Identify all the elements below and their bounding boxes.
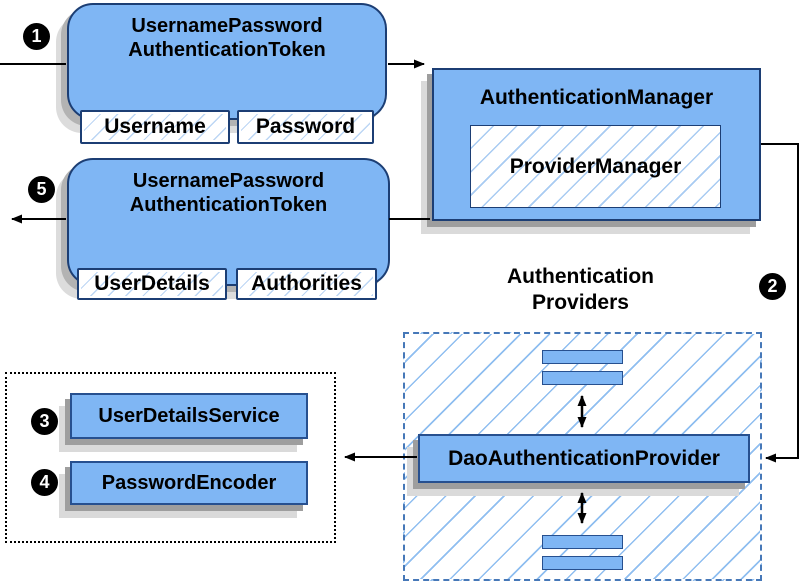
request-token-box: UsernamePassword AuthenticationToken Use…	[67, 3, 387, 144]
step-4-badge: 4	[31, 469, 58, 496]
authentication-providers-title-line2: Providers	[532, 291, 629, 314]
authentication-manager-title: AuthenticationManager	[479, 86, 714, 109]
provider-placeholder-bar	[542, 371, 623, 385]
response-token-title-line2: AuthenticationToken	[129, 194, 328, 216]
request-token-title-line1: UsernamePassword	[131, 15, 323, 37]
step-2-badge: 2	[759, 273, 786, 300]
provider-placeholder-bar	[542, 535, 623, 549]
provider-manager-box: ProviderManager	[470, 125, 721, 208]
field-authorities-label: Authorities	[251, 272, 362, 295]
authentication-providers-title-line1: Authentication	[507, 265, 654, 288]
response-token-box: UsernamePassword AuthenticationToken Use…	[67, 158, 390, 300]
field-userdetails: UserDetails	[77, 268, 227, 300]
request-token-title-line2: AuthenticationToken	[128, 39, 326, 61]
provider-placeholder-bar	[542, 350, 623, 364]
authentication-manager-box: AuthenticationManager ProviderManager	[432, 68, 761, 221]
step-1-badge: 1	[23, 23, 50, 50]
response-token-title-line1: UsernamePassword	[132, 170, 325, 192]
dao-authentication-provider-box: DaoAuthenticationProvider	[418, 434, 750, 483]
provider-manager-label: ProviderManager	[509, 154, 682, 178]
field-password-label: Password	[255, 115, 356, 138]
field-username-label: Username	[104, 115, 206, 138]
field-userdetails-label: UserDetails	[94, 272, 210, 295]
field-username: Username	[80, 110, 230, 144]
response-token-title: UsernamePassword AuthenticationToken	[69, 160, 388, 217]
step-3-badge: 3	[31, 408, 58, 435]
manager-to-provider-arrow	[761, 143, 799, 463]
password-encoder-label: PasswordEncoder	[101, 471, 277, 494]
dao-authentication-provider-label: DaoAuthenticationProvider	[448, 446, 720, 470]
collaborators-box	[5, 372, 336, 543]
user-details-service-box: UserDetailsService	[70, 393, 308, 439]
field-password: Password	[237, 110, 374, 144]
step-5-badge: 5	[28, 176, 55, 203]
field-authorities: Authorities	[236, 268, 377, 300]
user-details-service-label: UserDetailsService	[98, 404, 280, 427]
request-token-title: UsernamePassword AuthenticationToken	[69, 5, 385, 62]
provider-placeholder-bar	[542, 556, 623, 570]
authentication-providers-title: Authentication Providers	[448, 264, 713, 316]
password-encoder-box: PasswordEncoder	[70, 461, 308, 505]
